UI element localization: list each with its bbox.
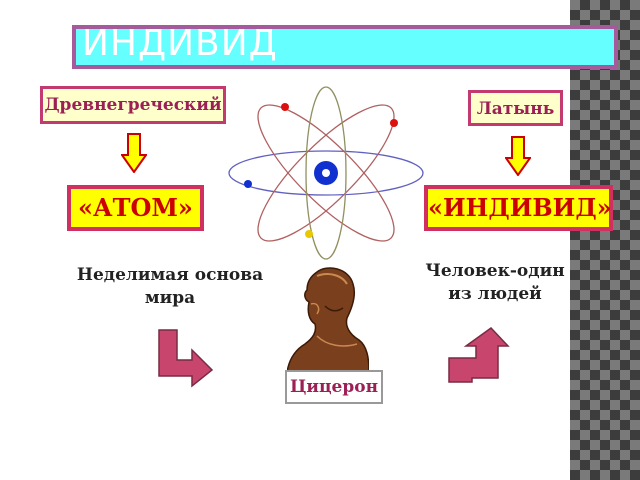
language-greek-label: Древнегреческий xyxy=(44,95,222,115)
page-title: ИНДИВИД xyxy=(82,23,278,64)
word-individ-box: «ИНДИВИД» xyxy=(424,185,613,231)
meaning-individ-line1: Человек-один xyxy=(425,261,565,281)
language-latin-box: Латынь xyxy=(468,90,563,126)
meaning-individ-line2: из людей xyxy=(448,284,542,304)
language-latin-label: Латынь xyxy=(476,99,555,119)
word-atom-box: «АТОМ» xyxy=(67,185,204,231)
language-greek-box: Древнегреческий xyxy=(40,86,226,124)
word-individ: «ИНДИВИД» xyxy=(428,193,612,222)
bust-icon xyxy=(287,267,369,372)
word-atom: «АТОМ» xyxy=(78,193,193,222)
bend-arrow-right-icon xyxy=(158,329,214,388)
meaning-individ: Человек-один из людей xyxy=(420,260,570,306)
person-name-box: Цицерон xyxy=(285,370,383,404)
down-arrow-icon xyxy=(505,136,531,176)
down-arrow-icon xyxy=(121,133,147,173)
checker-border xyxy=(570,0,640,480)
title-bar: ИНДИВИД xyxy=(72,23,618,69)
meaning-atom-line2: мира xyxy=(144,288,196,308)
meaning-atom: Неделимая основа мира xyxy=(70,264,270,310)
person-name: Цицерон xyxy=(289,377,379,397)
bend-arrow-up-icon xyxy=(448,327,510,383)
meaning-atom-line1: Неделимая основа xyxy=(76,265,264,285)
atom-icon xyxy=(228,86,424,260)
